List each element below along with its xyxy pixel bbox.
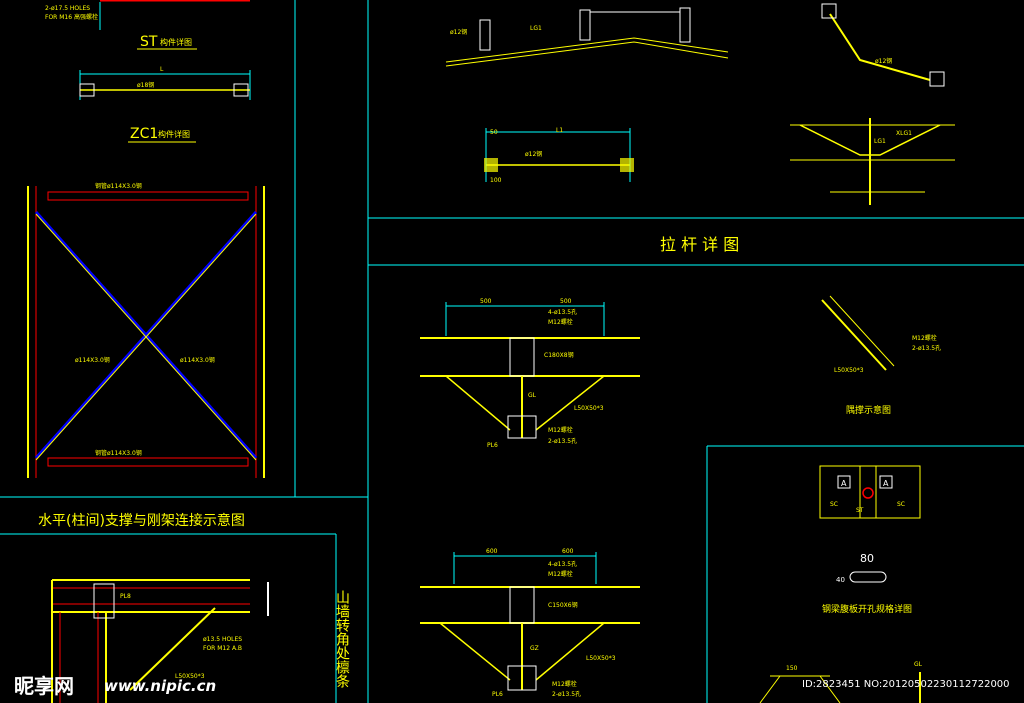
bent-rod: ø12钢 xyxy=(821,3,945,87)
svg-text:2-ø13.5孔: 2-ø13.5孔 xyxy=(912,344,941,352)
svg-text:C180X8钢: C180X8钢 xyxy=(544,351,574,359)
svg-text:150: 150 xyxy=(786,665,798,672)
svg-text:ST: ST xyxy=(856,507,864,514)
svg-text:ø12钢: ø12钢 xyxy=(875,57,892,65)
rod-detail: L ø18钢 xyxy=(79,66,251,100)
svg-text:2-ø13.5孔: 2-ø13.5孔 xyxy=(552,690,581,698)
bracket-detail-1: 500 500 4-ø13.5孔 M12螺栓 C180X8钢 L50X50*3 … xyxy=(420,298,640,449)
svg-text:构件详图: 构件详图 xyxy=(160,37,192,47)
svg-text:C150X6钢: C150X6钢 xyxy=(548,601,578,609)
portal-connection: PL8 ø13.5 HOLES FOR M12 A.B L50X50*3 xyxy=(51,579,269,703)
svg-text:ø114X3.0钢: ø114X3.0钢 xyxy=(75,356,110,364)
svg-text:SC: SC xyxy=(897,501,905,508)
st-detail-fragment: 2-ø17.5 HOLES FOR M16 高强螺栓 xyxy=(45,0,250,30)
watermark-id: ID:2823451 NO:20120502230112722000 xyxy=(802,679,1010,690)
svg-text:构件详图: 构件详图 xyxy=(158,129,190,139)
svg-text:M12螺栓: M12螺栓 xyxy=(552,680,577,688)
purlin-hole-title: 钢梁腹板开孔规格详图 xyxy=(822,603,912,615)
st-detail-title: ST xyxy=(140,34,158,50)
svg-text:PL6: PL6 xyxy=(487,442,498,449)
svg-text:钢管ø114X3.0钢: 钢管ø114X3.0钢 xyxy=(95,182,142,190)
svg-text:500: 500 xyxy=(560,298,572,305)
svg-text:M12螺栓: M12螺栓 xyxy=(548,426,573,434)
svg-text:4-ø13.5孔: 4-ø13.5孔 xyxy=(548,560,577,568)
svg-text:ø114X3.0钢: ø114X3.0钢 xyxy=(180,356,215,364)
bottom-right-fragment: 150 GL xyxy=(759,661,923,703)
bolt-label: FOR M16 高强螺栓 xyxy=(45,13,98,21)
svg-text:PL8: PL8 xyxy=(120,593,131,600)
corner-brace-title: 隅撑示意图 xyxy=(846,404,891,416)
svg-text:500: 500 xyxy=(480,298,492,305)
purlin-cross: XLG1 LG1 xyxy=(790,118,955,205)
zc1-detail-title: ZC1 xyxy=(130,126,158,142)
svg-text:GL: GL xyxy=(528,392,537,399)
svg-text:SC: SC xyxy=(830,501,838,508)
tie-rod-straight: L1 50 ø12钢 100 xyxy=(484,127,634,184)
svg-text:ø12钢: ø12钢 xyxy=(450,28,467,36)
svg-text:ø18钢: ø18钢 xyxy=(137,81,154,89)
svg-text:LG1: LG1 xyxy=(874,138,886,145)
svg-text:L50X50*3: L50X50*3 xyxy=(175,673,205,680)
watermark-url: www.nipic.cn xyxy=(104,677,216,695)
corner-brace: M12螺栓 2-ø13.5孔 L50X50*3 xyxy=(821,295,941,374)
svg-text:M12螺栓: M12螺栓 xyxy=(548,318,573,326)
svg-text:4-ø13.5孔: 4-ø13.5孔 xyxy=(548,308,577,316)
svg-text:L50X50*3: L50X50*3 xyxy=(834,367,864,374)
svg-text:L50X50*3: L50X50*3 xyxy=(574,405,604,412)
svg-text:600: 600 xyxy=(562,548,574,555)
tie-rod-detail-title: 拉 杆 详 图 xyxy=(660,235,739,254)
x-bracing-frame: 钢管ø114X3.0钢 钢管ø114X3.0钢 ø114X3.0钢 ø114X3… xyxy=(27,182,265,478)
svg-text:600: 600 xyxy=(486,548,498,555)
svg-text:钢管ø114X3.0钢: 钢管ø114X3.0钢 xyxy=(95,449,142,457)
watermark-brand: 昵享网 xyxy=(14,674,74,698)
tie-rod-slope: ø12钢 LG1 xyxy=(445,7,729,67)
svg-text:FOR M12 A.B: FOR M12 A.B xyxy=(203,645,242,652)
svg-text:L: L xyxy=(160,66,164,73)
svg-text:XLG1: XLG1 xyxy=(896,130,912,137)
watermark: 昵享网 www.nipic.cn ID:2823451 NO:201205022… xyxy=(14,674,1010,698)
svg-text:M12螺栓: M12螺栓 xyxy=(548,570,573,578)
gable-wall-title: 山墙转角处檩条 xyxy=(334,590,350,688)
svg-text:M12螺栓: M12螺栓 xyxy=(912,334,937,342)
svg-text:GL: GL xyxy=(914,661,923,668)
purlin-hole-detail: A A SC SC ST 80 40 xyxy=(819,465,921,584)
svg-text:A: A xyxy=(883,479,889,488)
svg-text:50: 50 xyxy=(490,129,498,136)
svg-text:L1: L1 xyxy=(556,127,563,134)
svg-text:ø13.5 HOLES: ø13.5 HOLES xyxy=(203,636,242,643)
holes-label: 2-ø17.5 HOLES xyxy=(45,5,90,12)
svg-text:ø12钢: ø12钢 xyxy=(525,150,542,158)
svg-text:PL6: PL6 xyxy=(492,691,503,698)
svg-text:GZ: GZ xyxy=(530,645,539,652)
horizontal-bracing-title: 水平(柱间)支撑与刚架连接示意图 xyxy=(38,512,245,529)
svg-text:A: A xyxy=(841,479,847,488)
svg-text:40: 40 xyxy=(836,576,845,584)
bracket-detail-2: 600 600 4-ø13.5孔 M12螺栓 C150X6钢 L50X50*3 … xyxy=(420,548,640,698)
svg-text:100: 100 xyxy=(490,177,502,184)
svg-text:LG1: LG1 xyxy=(530,25,542,32)
svg-text:L50X50*3: L50X50*3 xyxy=(586,655,616,662)
svg-text:80: 80 xyxy=(860,552,874,565)
svg-text:2-ø13.5孔: 2-ø13.5孔 xyxy=(548,437,577,445)
